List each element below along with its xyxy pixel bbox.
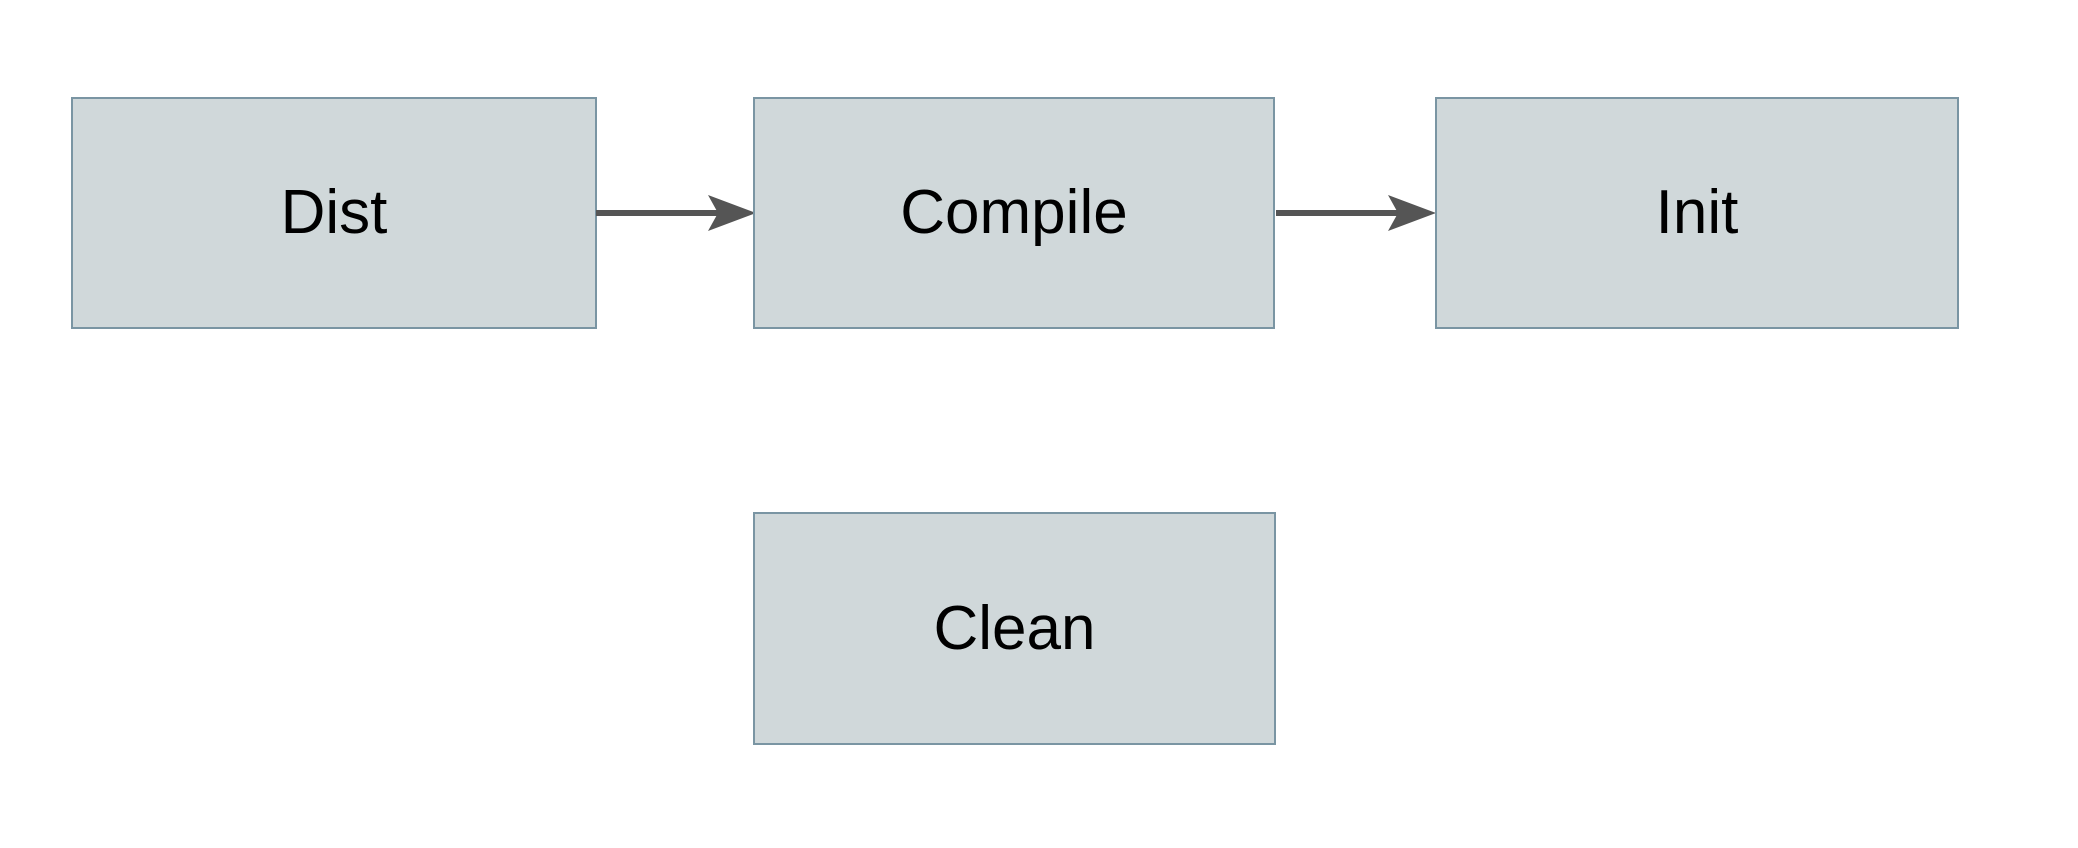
node-dist-label: Dist bbox=[280, 178, 388, 247]
node-clean-label: Clean bbox=[933, 593, 1096, 663]
node-dist[interactable]: Dist bbox=[71, 97, 597, 329]
arrowhead-icon bbox=[1388, 195, 1436, 231]
edge-compile-to-init[interactable] bbox=[1276, 191, 1436, 235]
node-compile[interactable]: Compile bbox=[753, 97, 1275, 329]
node-clean[interactable]: Clean bbox=[753, 512, 1276, 745]
node-compile-label: Compile bbox=[900, 178, 1128, 247]
edge-dist-to-compile[interactable] bbox=[596, 191, 756, 235]
node-init-label: Init bbox=[1655, 178, 1739, 247]
node-init[interactable]: Init bbox=[1435, 97, 1959, 329]
arrowhead-icon bbox=[708, 195, 756, 231]
